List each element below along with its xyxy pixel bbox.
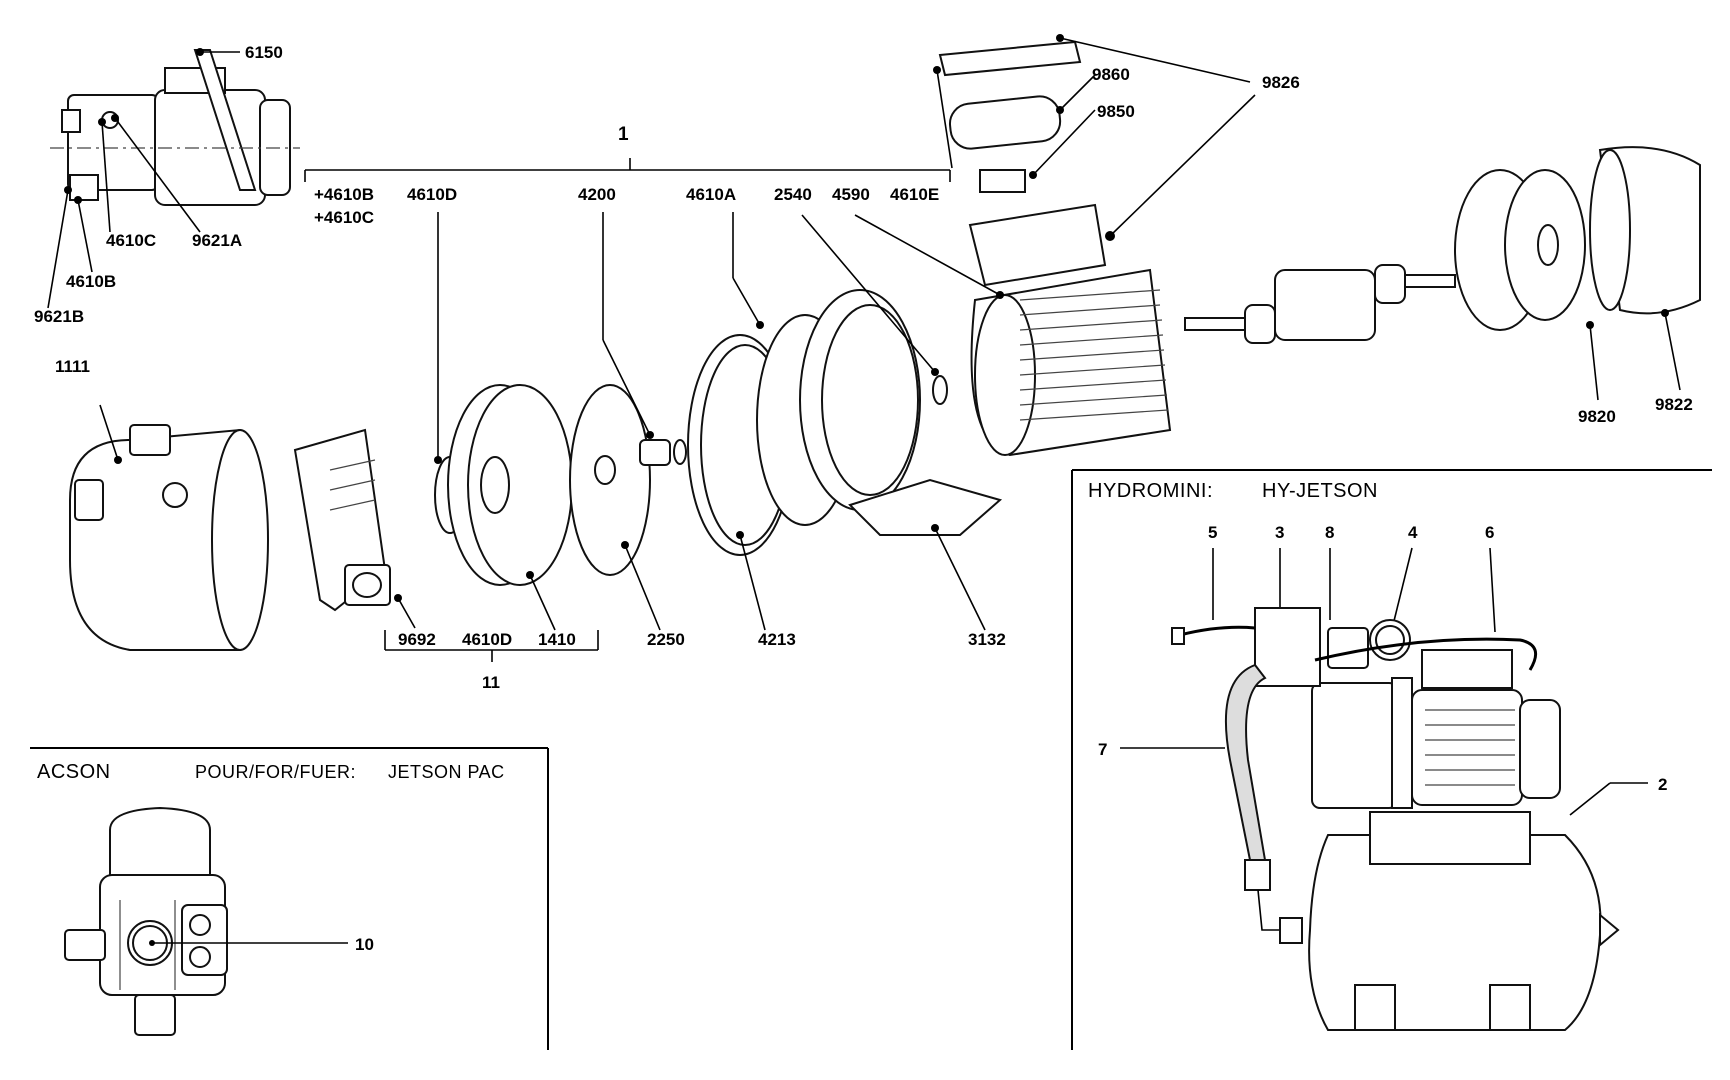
label-10: 10 xyxy=(355,935,374,954)
label-4610A: 4610A xyxy=(686,185,736,204)
callout-4: 4 xyxy=(1408,523,1418,542)
disc-2250 xyxy=(569,384,661,631)
hydro-unit-drawing xyxy=(1171,607,1620,1031)
label-9826: 9826 xyxy=(1262,73,1300,92)
bracket-11 xyxy=(384,630,599,662)
callout-2: 2 xyxy=(1658,775,1667,794)
motor-housing xyxy=(854,203,1172,457)
ring-2540 xyxy=(801,214,948,405)
assembled-pump-drawing xyxy=(50,49,300,206)
label-4610C-top: 4610C xyxy=(106,231,156,250)
callout-7: 7 xyxy=(1098,740,1107,759)
label-4610E: 4610E xyxy=(890,185,939,204)
rotor-shaft xyxy=(1184,264,1456,344)
impeller-1410 xyxy=(447,384,573,631)
label-11: 11 xyxy=(482,673,500,692)
label-9860: 9860 xyxy=(1092,65,1130,84)
hydromini-panel: HYDROMINI: HY-JETSON 5 3 8 4 6 7 2 xyxy=(1071,469,1712,1050)
seal-4200 xyxy=(602,212,687,466)
callout-5: 5 xyxy=(1208,523,1217,542)
bracket-1 xyxy=(304,158,951,182)
label-2540: 2540 xyxy=(774,185,812,204)
label-9822: 9822 xyxy=(1655,395,1693,414)
label-2250: 2250 xyxy=(647,630,685,649)
label-4610B-plus: +4610B xyxy=(314,185,374,204)
hydromini-title: HYDROMINI: xyxy=(1088,480,1213,502)
callout-6: 6 xyxy=(1485,523,1494,542)
acson-subtitle: POUR/FOR/FUER: xyxy=(195,762,356,782)
hydro-callouts: 5 3 8 4 6 7 2 xyxy=(1098,523,1667,816)
label-9850: 9850 xyxy=(1097,102,1135,121)
bracket-3132 xyxy=(799,289,1003,631)
label-9621A: 9621A xyxy=(192,231,242,250)
label-4610B-top: 4610B xyxy=(66,272,116,291)
label-1: 1 xyxy=(618,124,629,145)
label-4590: 4590 xyxy=(832,185,870,204)
label-4610D-top: 4610D xyxy=(407,185,457,204)
capacitor-group xyxy=(933,34,1256,241)
acson-model: JETSON PAC xyxy=(388,762,505,782)
hydromini-model: HY-JETSON xyxy=(1262,480,1378,502)
callout-8: 8 xyxy=(1325,523,1334,542)
label-4200: 4200 xyxy=(578,185,616,204)
label-9621B: 9621B xyxy=(34,307,84,326)
diffuser-9692 xyxy=(293,428,416,629)
label-6150: 6150 xyxy=(245,43,283,62)
label-9820: 9820 xyxy=(1578,407,1616,426)
leaders-top-left xyxy=(47,48,240,309)
callout-3: 3 xyxy=(1275,523,1284,542)
label-3132: 3132 xyxy=(968,630,1006,649)
label-1111: 1111 xyxy=(55,357,90,376)
label-9692: 9692 xyxy=(398,630,436,649)
fan-9820 xyxy=(1454,169,1599,401)
fan-cover-9822 xyxy=(1589,146,1701,391)
acson-controller-drawing xyxy=(64,806,348,1036)
label-4610D-bot: 4610D xyxy=(462,630,512,649)
label-1410: 1410 xyxy=(538,630,576,649)
label-4610C-plus: +4610C xyxy=(314,208,374,227)
acson-title: ACSON xyxy=(37,761,111,783)
acson-panel: ACSON POUR/FOR/FUER: JETSON PAC 10 xyxy=(30,747,549,1050)
label-4213: 4213 xyxy=(758,630,796,649)
pump-body-1111 xyxy=(69,404,269,651)
